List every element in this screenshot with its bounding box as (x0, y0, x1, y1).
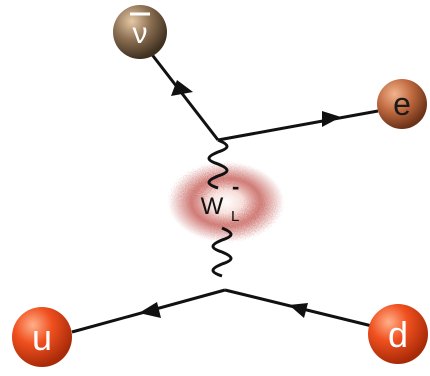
w-boson-label: W L - (201, 174, 240, 225)
arrow-electron (322, 111, 341, 127)
arrow-up-quark (139, 302, 161, 318)
w-boson-main: W (201, 193, 224, 220)
antineutrino-line (148, 51, 220, 141)
electron-line (217, 109, 379, 142)
antineutrino-label: ν (133, 17, 148, 50)
boson-glow (168, 162, 284, 242)
antineutrino-particle: ν (113, 5, 167, 59)
up-quark-label: u (32, 317, 52, 358)
w-boson-line (207, 138, 233, 278)
up-quark-particle: u (12, 307, 72, 367)
down-quark-label: d (388, 314, 408, 355)
arrow-down-quark (289, 303, 308, 318)
arrow-antineutrino (171, 80, 193, 96)
electron-particle: e (377, 79, 427, 129)
w-boson-sub: L (231, 208, 239, 225)
electron-label: e (393, 86, 411, 122)
down-quark-particle: d (368, 304, 428, 364)
w-boson-sup: - (232, 174, 239, 199)
